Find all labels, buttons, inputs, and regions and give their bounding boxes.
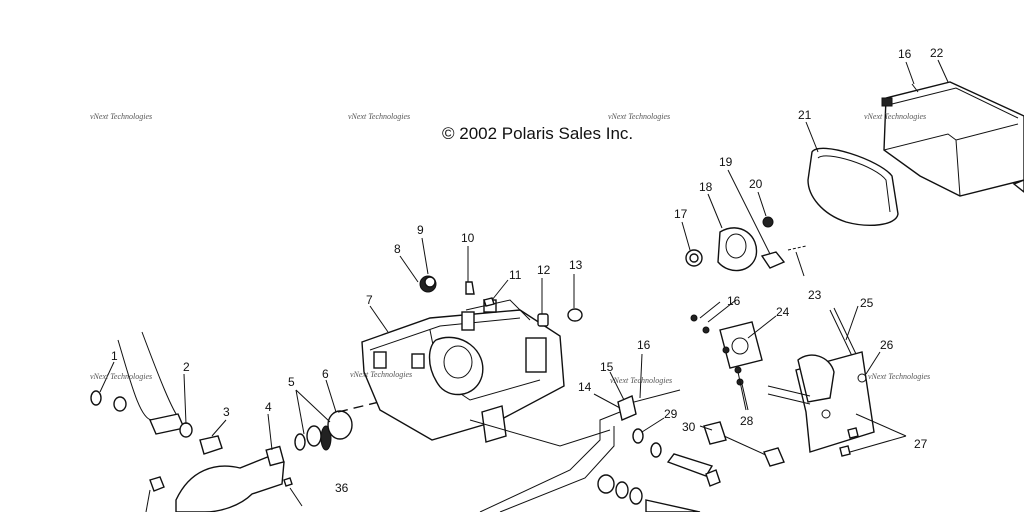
callout-12: 12 [537,263,551,277]
callout-20: 20 [749,177,763,191]
watermark: vNext Technologies [608,112,670,121]
callout-labels: 1 2 3 4 5 6 7 8 9 10 11 12 13 14 15 16 1… [111,46,944,495]
copyright-notice: © 2002 Polaris Sales Inc. [442,124,634,143]
callout-7: 7 [366,293,373,307]
watermark-text: vNext Technologies [90,372,153,381]
callout-27: 27 [914,437,928,451]
callout-21: 21 [798,108,812,122]
watermark: vNext Technologies [90,372,152,381]
callout-26: 26 [880,338,894,352]
callout-11: 11 [509,268,522,282]
callout-5: 5 [288,375,295,389]
watermark-text: vNext Technologies [90,112,153,121]
callout-25: 25 [860,296,874,310]
main-housing [337,275,621,512]
callout-22: 22 [930,46,944,60]
callout-9: 9 [417,223,424,237]
watermark: vNext Technologies [864,112,926,121]
callout-19: 19 [719,155,733,169]
callout-24: 24 [776,305,790,319]
callout-36: 36 [335,481,349,495]
watermark: vNext Technologies [868,372,930,381]
right-components [597,81,1024,512]
callout-8: 8 [394,242,401,256]
watermark-text: vNext Technologies [864,112,927,121]
callout-2: 2 [183,360,190,374]
leader-lines [99,59,949,453]
watermark: vNext Technologies [350,370,412,379]
callout-29: 29 [664,407,678,421]
callout-14: 14 [578,380,592,394]
callout-23: 23 [808,288,822,302]
watermark-text: vNext Technologies [350,370,413,379]
callout-4: 4 [265,400,272,414]
callout-16b: 16 [727,294,741,308]
callout-10: 10 [461,231,475,245]
watermark-text: vNext Technologies [610,376,673,385]
watermark: vNext Technologies [90,112,152,121]
watermark: vNext Technologies [610,376,672,385]
watermark-text: vNext Technologies [348,112,411,121]
callout-18: 18 [699,180,713,194]
callout-16a: 16 [637,338,651,352]
callout-28: 28 [740,414,754,428]
callout-3: 3 [223,405,230,419]
callout-6: 6 [322,367,329,381]
callout-16c: 16 [898,47,912,61]
callout-30: 30 [682,420,696,434]
left-lever-assembly [90,331,353,512]
callout-1: 1 [111,349,118,363]
callout-17: 17 [674,207,688,221]
watermark: vNext Technologies [348,112,410,121]
callout-15: 15 [600,360,614,374]
callout-13: 13 [569,258,583,272]
watermark-text: vNext Technologies [868,372,931,381]
watermark-text: vNext Technologies [608,112,671,121]
